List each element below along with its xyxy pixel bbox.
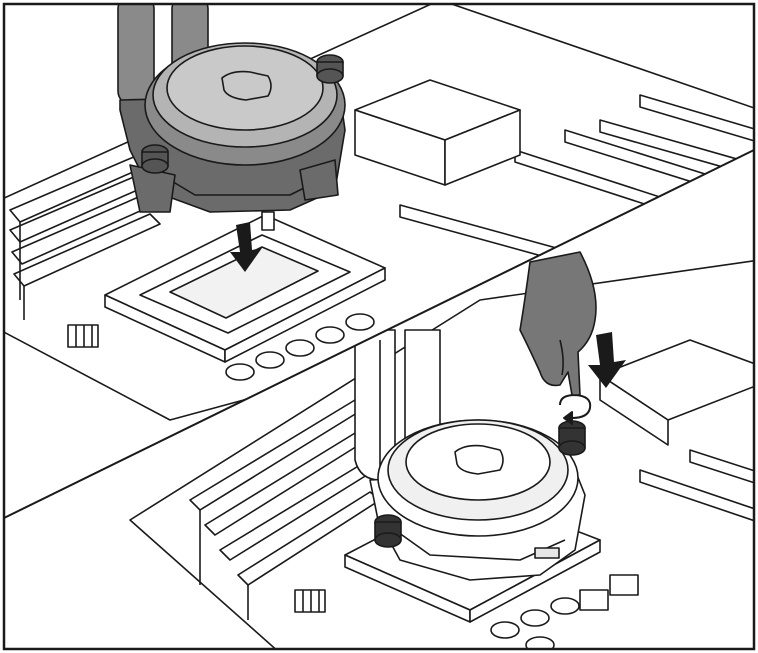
rotation-arrow-icon <box>559 394 592 425</box>
ram-slots-bottom <box>189 399 381 620</box>
pump-block <box>119 42 346 213</box>
pcie-slots-bottom <box>639 449 754 523</box>
pcie-slots <box>399 94 754 273</box>
capacitors <box>225 313 375 381</box>
down-arrow-icon <box>230 222 262 272</box>
logo-mark-bottom <box>454 444 504 475</box>
capacitors-bottom <box>490 574 639 649</box>
panel-divider <box>3 149 755 519</box>
thumbscrew-icon <box>374 420 586 548</box>
pin-header <box>67 324 99 348</box>
bottom-panel <box>129 251 754 649</box>
standoff <box>261 211 275 231</box>
chipset-heatsink-bottom <box>599 339 754 446</box>
pin-header-bottom <box>294 589 326 613</box>
top-panel <box>4 4 754 421</box>
down-arrow-icon <box>588 332 626 388</box>
pump-block-bottom <box>369 419 586 581</box>
chipset-heatsink <box>354 79 521 186</box>
cpu-socket <box>104 214 386 363</box>
hoses-bottom <box>354 329 441 481</box>
ram-slots <box>9 149 161 320</box>
hand-icon <box>519 251 597 396</box>
logo-mark <box>221 70 272 101</box>
thumbscrew-icon <box>141 54 344 174</box>
